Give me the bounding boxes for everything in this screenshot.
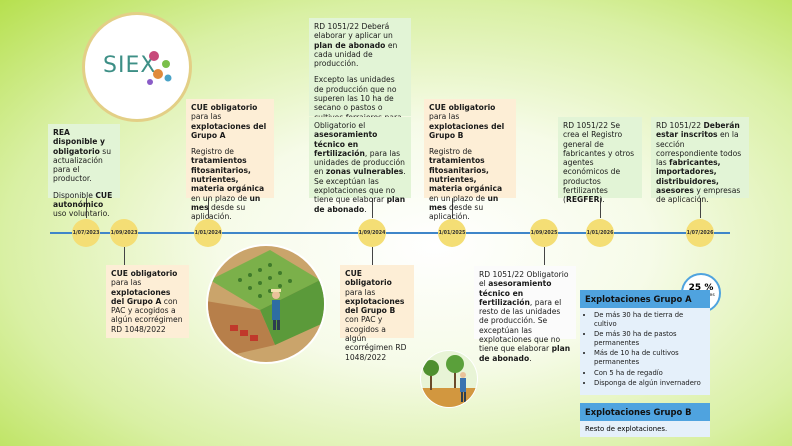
date-marker: 1/09/2024 xyxy=(358,219,386,247)
grupo-b-title: Explotaciones Grupo B xyxy=(580,403,710,421)
connector xyxy=(452,198,453,218)
siex-logo: SIEX xyxy=(82,12,192,122)
date-marker: 1/07/2026 xyxy=(686,219,714,247)
list-item: Más de 10 ha de cultivos permanentes xyxy=(594,349,704,366)
connector xyxy=(124,247,125,265)
connector xyxy=(600,198,601,218)
event-asesoramiento-resto: RD 1051/22 Obligatorio el asesoramiento … xyxy=(474,266,576,363)
orchard-illustration xyxy=(420,350,478,408)
event-cue-grupo-b-pac: CUE obligatorio para las explotaciones d… xyxy=(340,265,414,362)
grupo-a-title: Explotaciones Grupo A xyxy=(580,290,710,308)
event-cue-grupo-a: CUE obligatorio para las explotaciones d… xyxy=(186,99,274,221)
event-cue-grupo-a-pac: CUE obligatorio para las explotaciones d… xyxy=(106,265,189,338)
date-marker: 1/09/2025 xyxy=(530,219,558,247)
event-cue-grupo-b: CUE obligatorio para las explotaciones d… xyxy=(424,99,516,221)
farm-field-illustration xyxy=(206,244,326,364)
grupo-a-panel: Explotaciones Grupo A De más 30 ha de ti… xyxy=(580,290,710,395)
date-marker: 1/01/2024 xyxy=(194,219,222,247)
list-item: Disponga de algún invernadero xyxy=(594,379,704,388)
event-inscritos: RD 1051/22 Deberán estar inscritos en la… xyxy=(651,117,749,204)
grupo-a-list: De más 30 ha de tierra de cultivo De más… xyxy=(580,308,710,395)
logo-mark-icon xyxy=(147,51,172,85)
event-regfer: RD 1051/22 Se crea el Registro general d… xyxy=(558,117,642,204)
badge-percent: 25 % xyxy=(688,283,714,293)
connector xyxy=(372,247,373,265)
date-marker: 1/07/2023 xyxy=(72,219,100,247)
logo-text: SIEX xyxy=(103,53,157,78)
connector xyxy=(700,198,701,218)
event-asesoramiento-zonas-vulnerables: Obligatorio el asesoramiento técnico en … xyxy=(309,117,411,214)
date-marker: 1/09/2023 xyxy=(110,219,138,247)
event-plan-abonado: RD 1051/22 Deberá elaborar y aplicar un … xyxy=(309,18,411,131)
list-item: Con 5 ha de regadío xyxy=(594,369,704,378)
list-item: De más 30 ha de pastos permanentes xyxy=(594,330,704,347)
connector xyxy=(86,198,87,218)
event-rea-2023: REA disponible y obligatorio su actualiz… xyxy=(48,124,120,218)
connector xyxy=(372,198,373,218)
grupo-b-body: Resto de explotaciones. xyxy=(585,425,668,433)
grupo-b-panel: Explotaciones Grupo B Resto de explotaci… xyxy=(580,403,710,437)
date-marker: 1/01/2025 xyxy=(438,219,466,247)
list-item: De más 30 ha de tierra de cultivo xyxy=(594,311,704,328)
date-marker: 1/01/2026 xyxy=(586,219,614,247)
timeline-axis xyxy=(50,232,730,234)
connector xyxy=(544,247,545,265)
connector xyxy=(208,198,209,218)
